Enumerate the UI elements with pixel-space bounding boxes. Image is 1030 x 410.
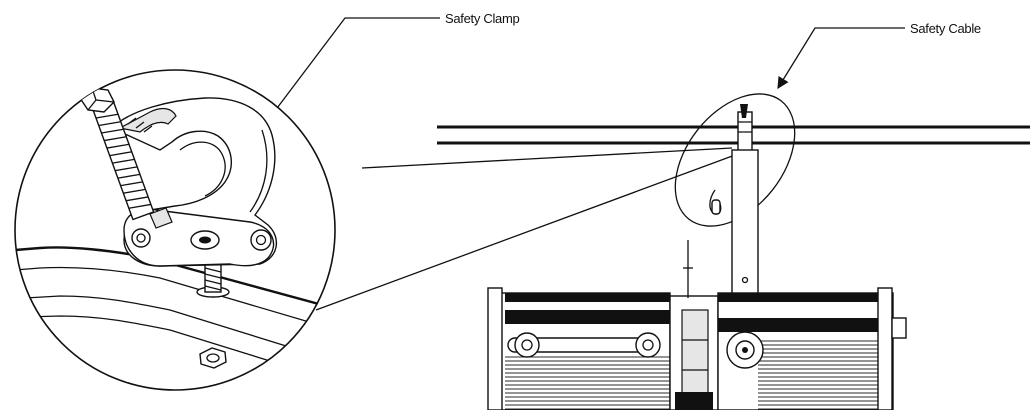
light-fixture bbox=[487, 240, 907, 410]
safety-clamp-label: Safety Clamp bbox=[445, 11, 520, 26]
pipe-clamp bbox=[737, 104, 753, 157]
safety-cable-loop bbox=[674, 93, 796, 227]
left-adjust-rail bbox=[507, 332, 661, 358]
safety-clamp-leader bbox=[261, 17, 440, 129]
safety-cable-leader bbox=[777, 27, 905, 89]
pipe-tube bbox=[437, 125, 1030, 145]
zoom-projection-lines bbox=[315, 147, 736, 311]
safety-cable-label: Safety Cable bbox=[910, 21, 981, 36]
clamp-closeup bbox=[15, 87, 335, 390]
hex-nut bbox=[199, 347, 227, 369]
